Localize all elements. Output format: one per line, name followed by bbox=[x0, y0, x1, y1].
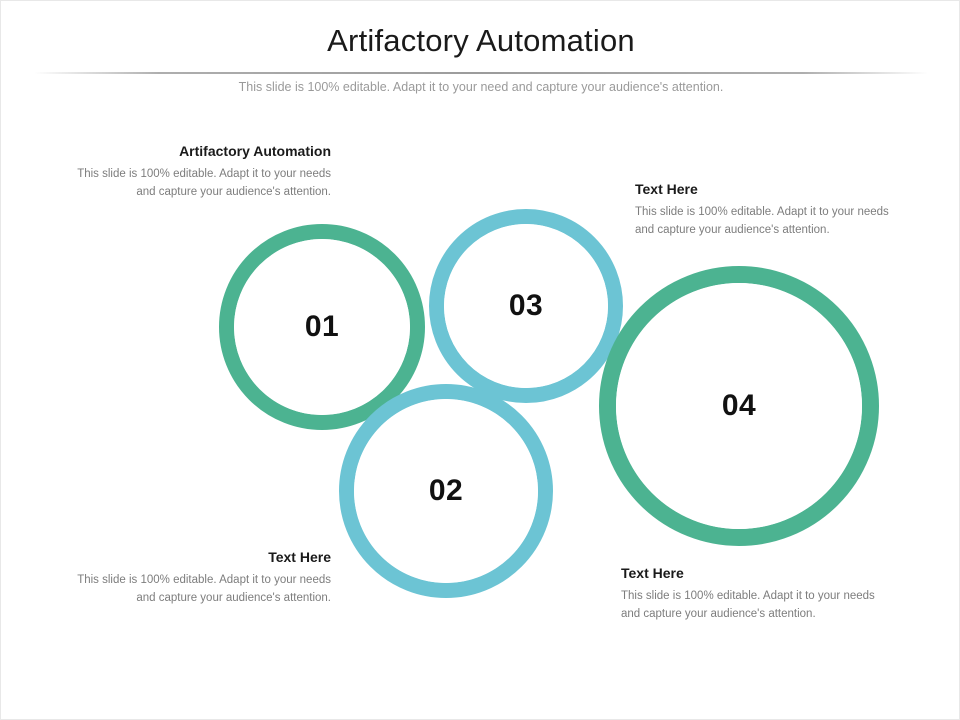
text-block-heading: Text Here bbox=[621, 565, 684, 581]
text-block-body: This slide is 100% editable. Adapt it to… bbox=[77, 167, 331, 198]
text-block-heading: Text Here bbox=[635, 181, 698, 197]
title-divider bbox=[34, 72, 928, 74]
text-block-heading: Artifactory Automation bbox=[179, 143, 331, 159]
ring-03-interior bbox=[444, 224, 608, 388]
ring-04-interior bbox=[616, 283, 862, 529]
text-block-top-right: Text Here This slide is 100% editable. A… bbox=[635, 181, 903, 239]
ring-02-interior bbox=[354, 399, 538, 583]
text-block-body: This slide is 100% editable. Adapt it to… bbox=[621, 589, 875, 620]
ring-03-number: 03 bbox=[508, 289, 544, 322]
text-block-heading: Text Here bbox=[268, 549, 331, 565]
ring-04-number: 04 bbox=[721, 389, 757, 422]
text-block-bottom-right: Text Here This slide is 100% editable. A… bbox=[621, 565, 889, 623]
page-title: Artifactory Automation bbox=[327, 23, 635, 58]
text-block-body: This slide is 100% editable. Adapt it to… bbox=[77, 573, 331, 604]
ring-01-number: 01 bbox=[304, 310, 340, 343]
text-block-top-left: Artifactory Automation This slide is 100… bbox=[63, 143, 331, 201]
ring-01-interior bbox=[234, 239, 410, 415]
text-block-bottom-left: Text Here This slide is 100% editable. A… bbox=[63, 549, 331, 607]
text-block-body: This slide is 100% editable. Adapt it to… bbox=[635, 205, 889, 236]
slide-subtitle: This slide is 100% editable. Adapt it to… bbox=[238, 80, 724, 94]
ring-02-number: 02 bbox=[428, 474, 464, 507]
